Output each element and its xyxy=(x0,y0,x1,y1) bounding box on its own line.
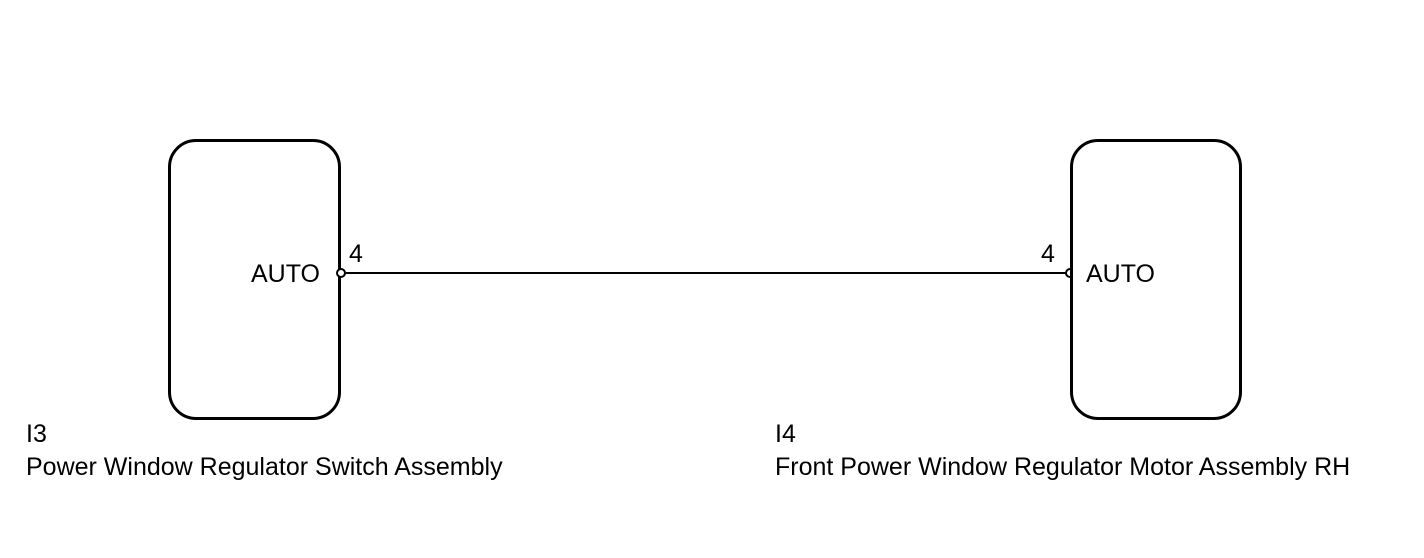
terminal-pin-number-right: 4 xyxy=(1041,240,1055,268)
component-name-left: Power Window Regulator Switch Assembly xyxy=(26,453,503,481)
component-box-motor-assembly xyxy=(1070,139,1242,420)
terminal-signal-label-right: AUTO xyxy=(1086,260,1155,288)
terminal-signal-label-left: AUTO xyxy=(251,260,320,288)
component-name-right: Front Power Window Regulator Motor Assem… xyxy=(775,453,1351,481)
component-code-right: I4 xyxy=(775,420,796,448)
connecting-wire xyxy=(341,272,1070,274)
component-code-left: I3 xyxy=(26,420,47,448)
component-box-switch-assembly xyxy=(168,139,341,420)
terminal-connector-left xyxy=(336,268,346,278)
terminal-pin-number-left: 4 xyxy=(349,240,363,268)
